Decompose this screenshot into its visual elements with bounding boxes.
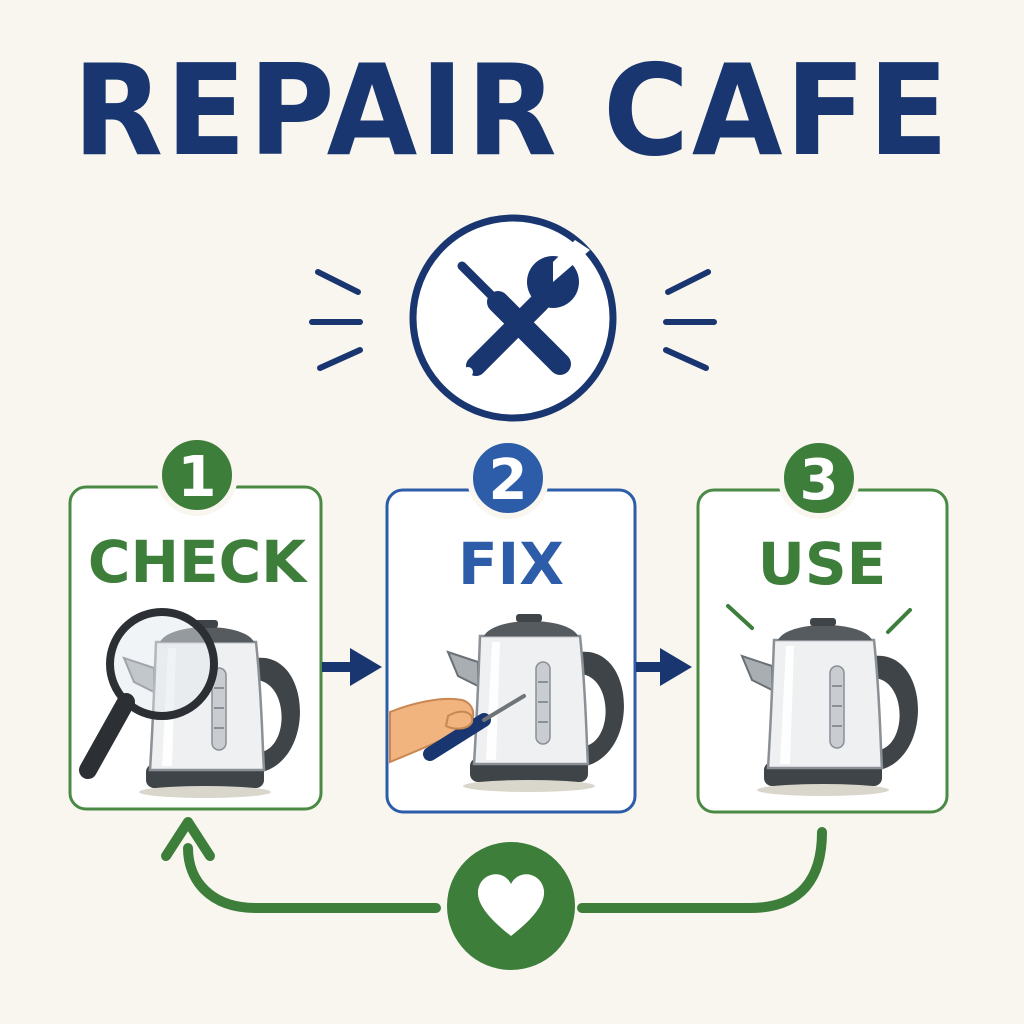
magnifying-glass-icon	[79, 608, 218, 779]
step-fix-card: 2 FIX	[385, 437, 637, 814]
step-number: 3	[800, 448, 839, 513]
step-label: USE	[758, 530, 887, 598]
step-number: 2	[489, 448, 528, 513]
arrow-right-icon	[636, 648, 692, 686]
step-check-card: 1 CHECK	[68, 434, 323, 811]
burst-lines-left	[309, 269, 363, 371]
heart-icon	[477, 874, 545, 936]
arrow-up-icon	[161, 817, 215, 861]
sparkle-lines	[726, 604, 912, 634]
step-label: CHECK	[88, 528, 308, 596]
page-title: REPAIR CAFE	[72, 37, 952, 184]
step-use-card: 3 USE	[696, 437, 949, 814]
loop-arrow	[183, 827, 827, 913]
step-label: FIX	[458, 530, 564, 598]
heart-badge	[447, 842, 575, 970]
screwdriver-icon	[389, 694, 526, 764]
step-number: 1	[178, 445, 217, 510]
center-tools-badge	[409, 214, 617, 422]
burst-lines-right	[663, 269, 717, 371]
arrow-right-icon	[322, 648, 382, 686]
tools-wrench-screwdriver-icon	[457, 240, 590, 377]
